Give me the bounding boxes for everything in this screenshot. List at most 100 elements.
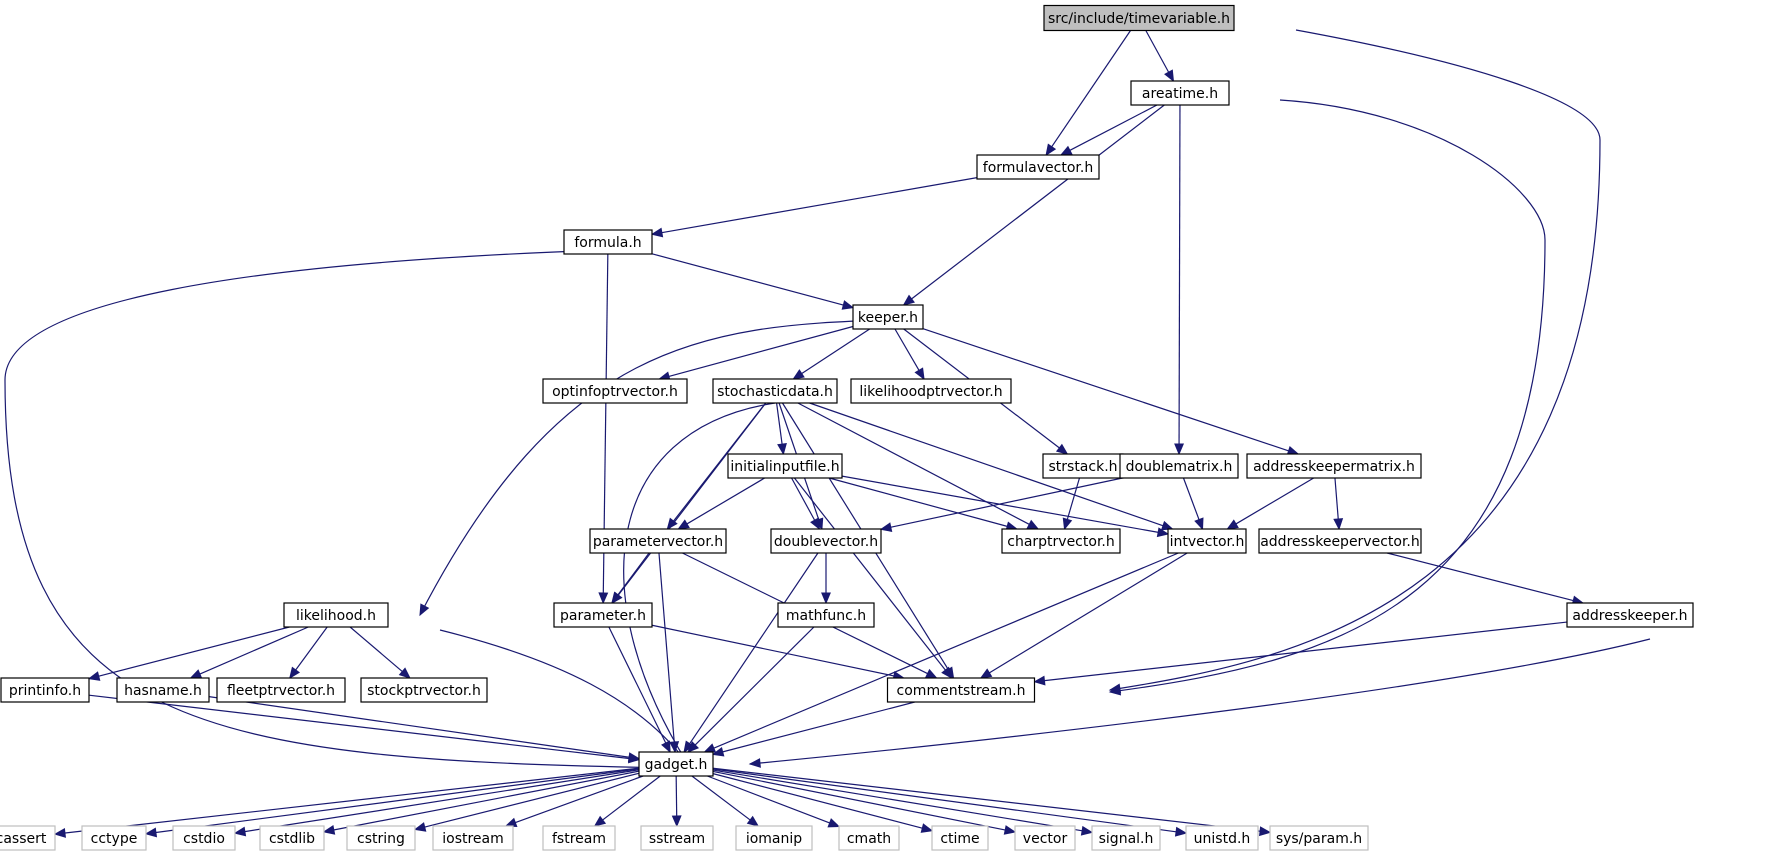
node-parameter[interactable]: parameter.h — [553, 602, 653, 628]
node-label-cstdio: cstdio — [183, 831, 225, 847]
node-box-cctype — [81, 825, 147, 851]
node-label-charptrvector: charptrvector.h — [1007, 534, 1114, 550]
edge-arrow-gadget-to-unistd — [1174, 826, 1188, 837]
edge-arrow-strstack-to-charptrvector — [1062, 517, 1073, 531]
node-fleetptrvector[interactable]: fleetptrvector.h — [216, 677, 346, 703]
node-box-charptrvector — [1001, 528, 1121, 554]
edge-keeper-to-optinfoptrvector — [658, 325, 854, 382]
edge-line-addresskeeper-to-gadget — [749, 638, 1651, 765]
node-label-cstring: cstring — [357, 831, 405, 847]
node-box-likelihood — [283, 602, 389, 628]
node-fstream: fstream — [542, 825, 616, 851]
edge-arrow-keeper-to-stochasticdata — [792, 369, 805, 380]
node-initialinputfile[interactable]: initialinputfile.h — [727, 453, 843, 479]
node-label-timevariable: src/include/timevariable.h — [1048, 11, 1230, 27]
node-parametervector[interactable]: parametervector.h — [589, 528, 727, 554]
edge-addresskeepervector-to-addresskeeper — [1386, 552, 1585, 606]
edge-arrow-formulavector-to-formula — [650, 227, 664, 238]
node-box-sstream — [640, 825, 714, 851]
node-gadget[interactable]: gadget.h — [638, 751, 714, 777]
edge-line-doublematrix-to-intvector — [1182, 477, 1200, 521]
node-intvector[interactable]: intvector.h — [1167, 528, 1247, 554]
node-likelihood[interactable]: likelihood.h — [283, 602, 389, 628]
node-strstack[interactable]: strstack.h — [1042, 453, 1124, 479]
node-doublematrix[interactable]: doublematrix.h — [1119, 453, 1239, 479]
edge-intvector-to-commentstream — [979, 552, 1188, 679]
node-box-stockptrvector — [360, 677, 488, 703]
node-label-parametervector: parametervector.h — [593, 534, 723, 550]
node-label-addresskeeper: addresskeeper.h — [1572, 608, 1687, 624]
edge-line-likelihood-to-stockptrvector — [349, 626, 404, 673]
edge-line-areatime-to-commentstream — [1109, 99, 1546, 693]
edge-addresskeepermatrix-to-addresskeepervector — [1333, 477, 1344, 531]
edge-arrow-gadget-to-ctime — [920, 823, 934, 833]
edge-gadget-to-cassert — [53, 767, 640, 838]
edge-line-gadget-to-fstream — [601, 775, 661, 822]
node-hasname[interactable]: hasname.h — [116, 677, 210, 703]
node-charptrvector[interactable]: charptrvector.h — [1001, 528, 1121, 554]
node-label-ctime: ctime — [940, 831, 979, 847]
edge-doublematrix-to-doublevector — [879, 477, 1123, 532]
edge-arrow-doublematrix-to-doublevector — [879, 522, 893, 532]
node-likelihoodptrvector[interactable]: likelihoodptrvector.h — [850, 378, 1012, 404]
node-box-cmath — [838, 825, 900, 851]
node-label-areatime: areatime.h — [1142, 86, 1218, 102]
edge-arrow-parametervector-to-commentstream — [924, 668, 938, 679]
node-cmath: cmath — [838, 825, 900, 851]
node-box-intvector — [1167, 528, 1247, 554]
edge-line-parametervector-to-gadget — [658, 552, 675, 744]
node-addresskeepervector[interactable]: addresskeepervector.h — [1258, 528, 1422, 554]
node-label-printinfo: printinfo.h — [9, 683, 81, 699]
edge-arrow-gadget-to-cstdlib — [322, 824, 336, 835]
edge-keeper-to-likelihoodptrvector — [894, 328, 925, 381]
node-box-parameter — [553, 602, 653, 628]
node-printinfo[interactable]: printinfo.h — [0, 677, 90, 703]
node-addresskeeper[interactable]: addresskeeper.h — [1566, 602, 1694, 628]
node-box-cstdlib — [259, 825, 325, 851]
node-addresskeepermatrix[interactable]: addresskeepermatrix.h — [1246, 453, 1422, 479]
edge-keeper-to-stochasticdata — [792, 328, 871, 380]
edge-line-stochasticdata-to-intvector — [809, 402, 1165, 527]
edge-arrow-areatime-to-keeper — [902, 294, 915, 306]
node-formula[interactable]: formula.h — [563, 229, 653, 255]
edge-doublevector-to-mathfunc — [821, 553, 831, 605]
edge-arrow-mathfunc-to-gadget — [687, 741, 700, 753]
edge-line-formulavector-to-formula — [660, 177, 978, 234]
node-box-sysparam — [1269, 825, 1369, 851]
node-doublevector[interactable]: doublevector.h — [770, 528, 882, 554]
node-box-printinfo — [0, 677, 90, 703]
edge-line-gadget-to-iomanip — [691, 775, 752, 822]
edge-line-intvector-to-gadget — [712, 552, 1179, 750]
edge-initialinputfile-to-commentstream — [793, 477, 953, 680]
edge-arrow-likelihood-to-hasname — [189, 669, 203, 679]
edge-timevariable-to-commentstream — [1108, 29, 1601, 694]
node-stockptrvector[interactable]: stockptrvector.h — [360, 677, 488, 703]
node-commentstream[interactable]: commentstream.h — [886, 677, 1036, 703]
node-label-initialinputfile: initialinputfile.h — [730, 459, 839, 475]
node-keeper[interactable]: keeper.h — [852, 304, 924, 330]
edge-arrow-intvector-to-commentstream — [979, 668, 993, 679]
node-label-sysparam: sys/param.h — [1276, 831, 1362, 847]
node-sstream: sstream — [640, 825, 714, 851]
edge-line-likelihood-to-printinfo — [97, 626, 290, 677]
edge-line-printinfo-to-gadget — [88, 694, 631, 760]
edge-likelihood-to-fleetptrvector — [289, 626, 328, 680]
edge-arrow-areatime-to-doublematrix — [1174, 443, 1185, 456]
node-formulavector[interactable]: formulavector.h — [976, 154, 1100, 180]
node-areatime[interactable]: areatime.h — [1130, 80, 1230, 106]
node-box-iostream — [432, 825, 514, 851]
node-label-strstack: strstack.h — [1048, 459, 1117, 475]
edge-line-gadget-to-vector — [712, 770, 1007, 831]
node-mathfunc[interactable]: mathfunc.h — [777, 602, 875, 628]
edge-arrow-formula-to-keeper — [841, 300, 855, 310]
node-optinfoptrvector[interactable]: optinfoptrvector.h — [542, 378, 688, 404]
node-box-unistd — [1185, 825, 1259, 851]
edge-mathfunc-to-gadget — [687, 626, 815, 753]
edge-line-initialinputfile-to-charptrvector — [829, 477, 1009, 528]
edge-arrow-initialinputfile-to-parametervector — [677, 519, 690, 530]
node-label-fstream: fstream — [552, 831, 606, 847]
node-stochasticdata[interactable]: stochasticdata.h — [712, 378, 838, 404]
edge-line-gadget-to-cctype — [154, 768, 640, 834]
node-iomanip: iomanip — [735, 825, 813, 851]
edge-arrow-gadget-to-signal — [1080, 825, 1094, 836]
